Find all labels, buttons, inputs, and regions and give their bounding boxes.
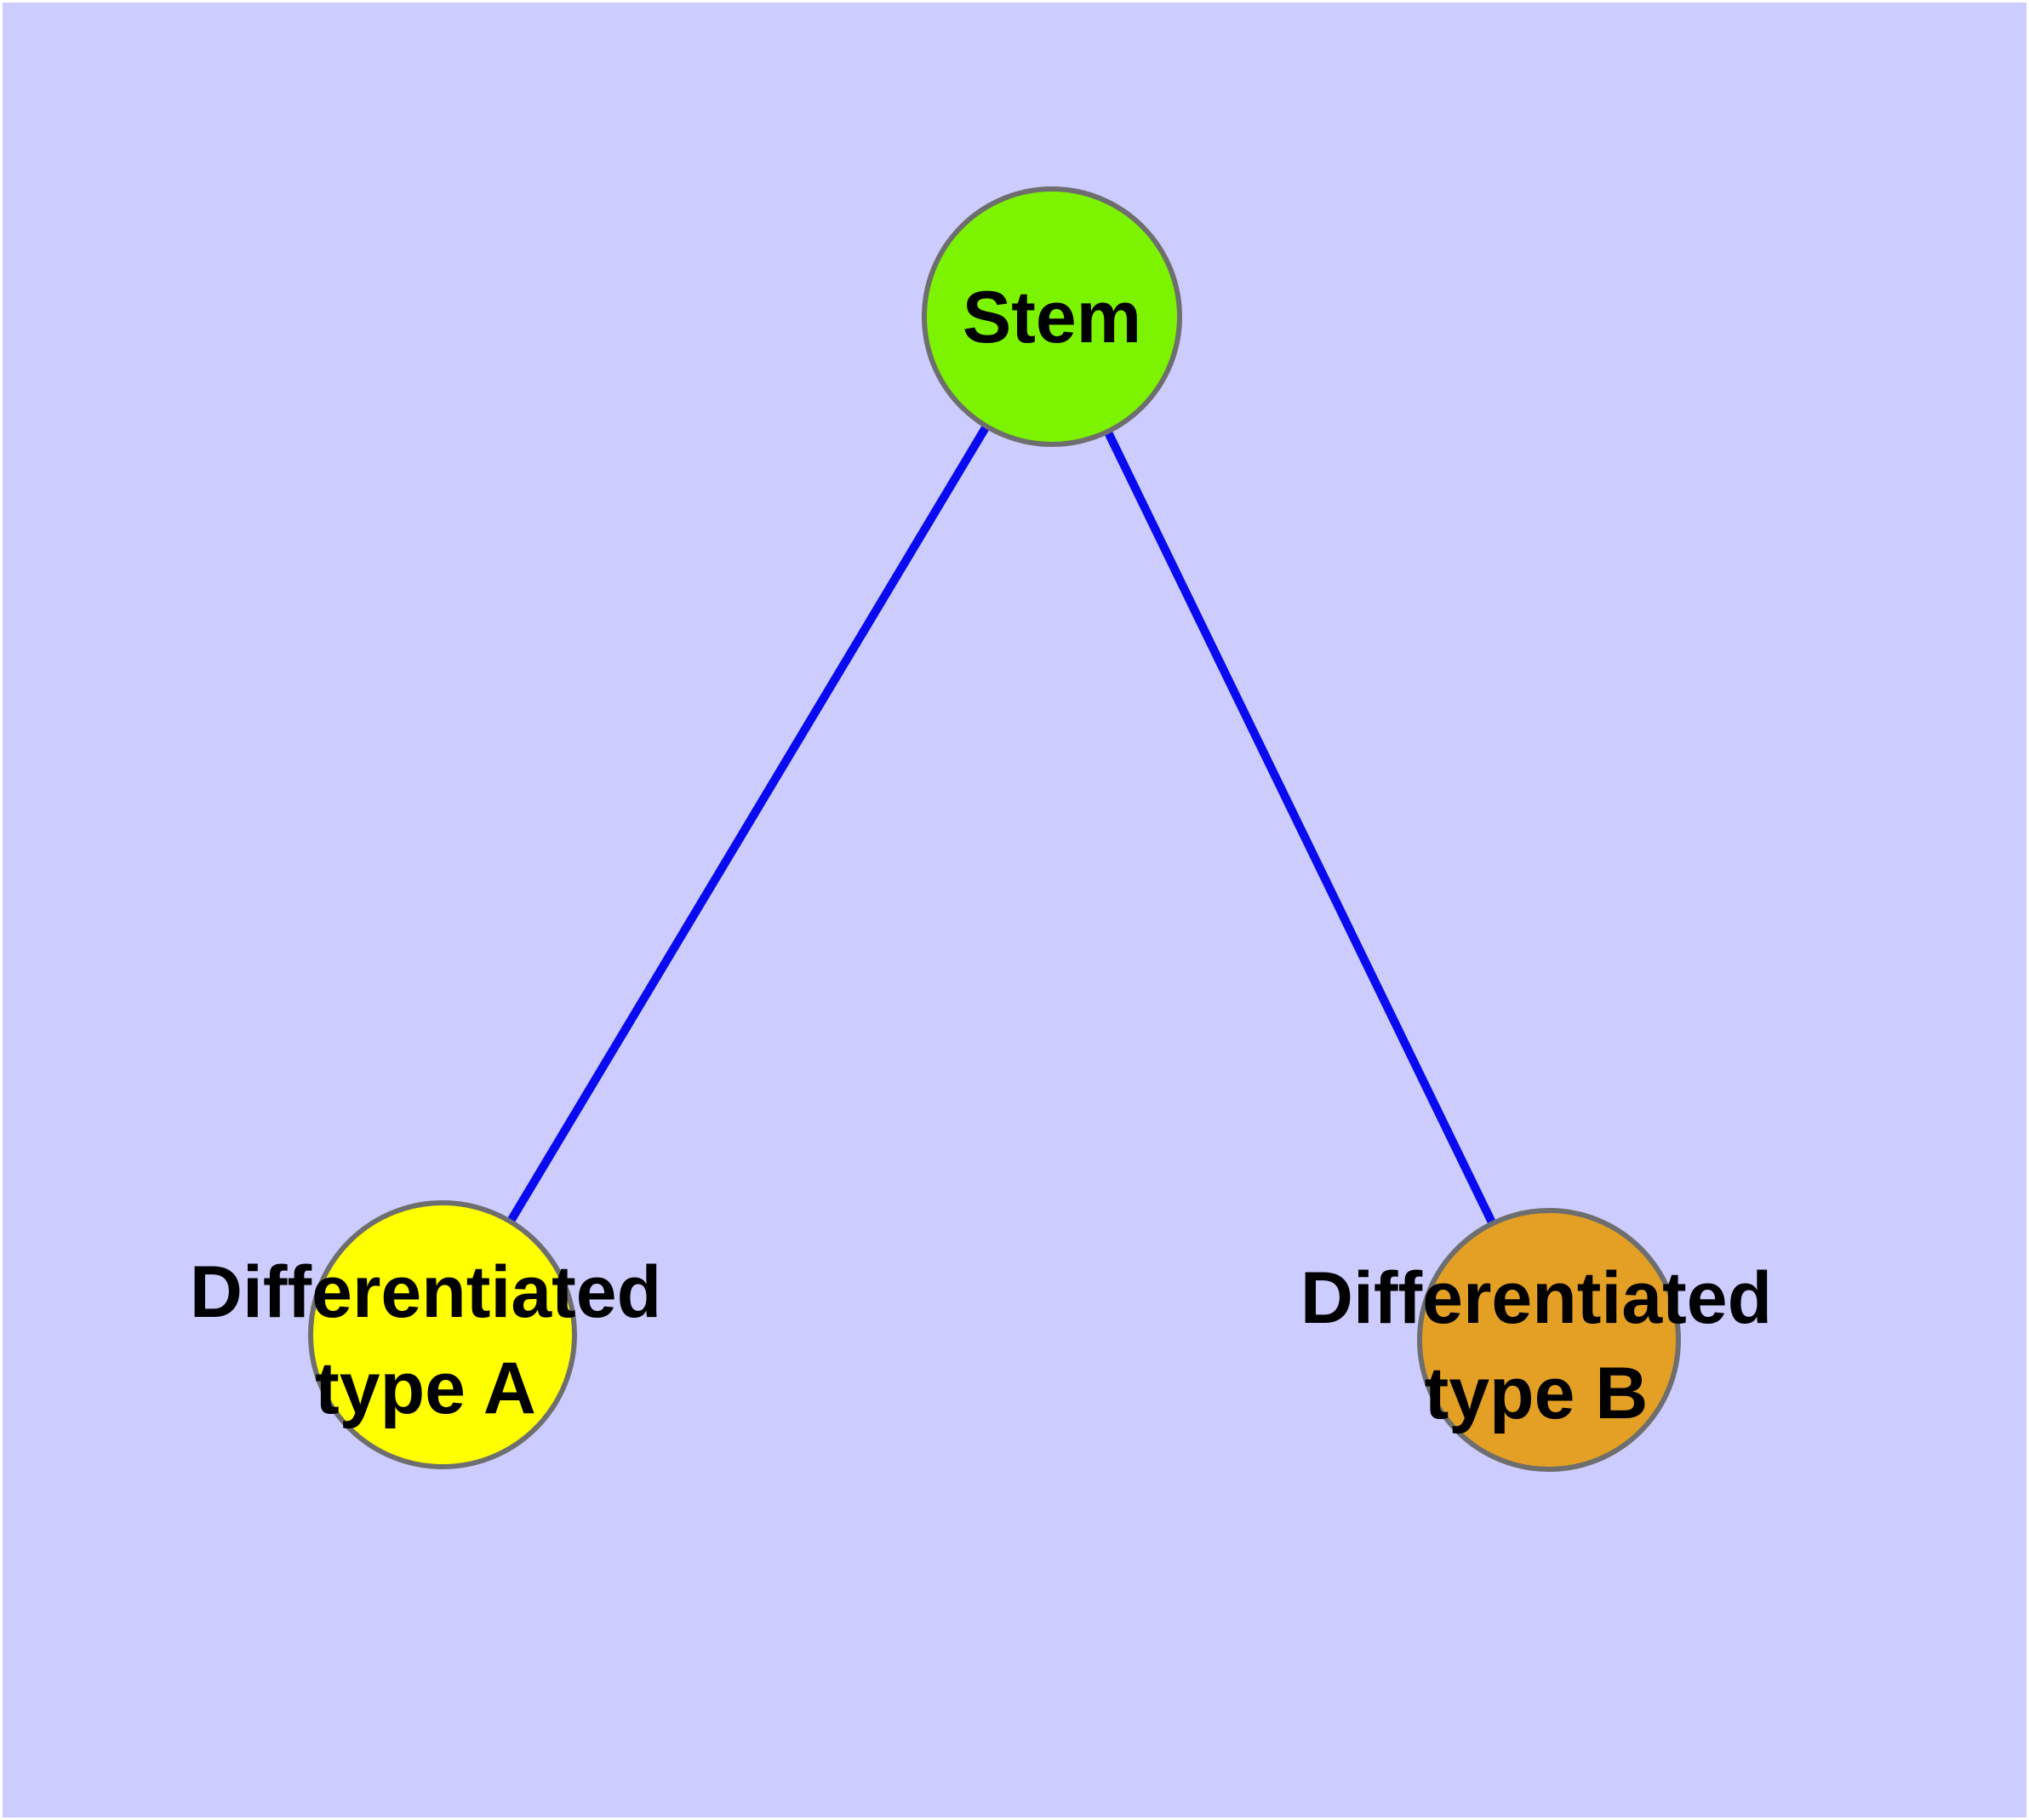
node-type-b-circle[interactable] — [1417, 1208, 1681, 1472]
node-type-a-label-line1: Differentiated — [190, 1251, 661, 1333]
edge-stem-to-type-a[interactable] — [438, 314, 1056, 1337]
node-type-a-circle[interactable] — [308, 1200, 577, 1469]
edge-stem-to-type-b[interactable] — [1048, 314, 1553, 1342]
node-type-b-label-line2: type B — [1425, 1353, 1649, 1434]
node-stem-circle[interactable] — [922, 186, 1182, 447]
node-type-b-label-line1: Differentiated — [1300, 1257, 1772, 1339]
node-stem-label: Stem — [963, 277, 1141, 358]
node-type-a-label-line2: type A — [315, 1348, 536, 1429]
